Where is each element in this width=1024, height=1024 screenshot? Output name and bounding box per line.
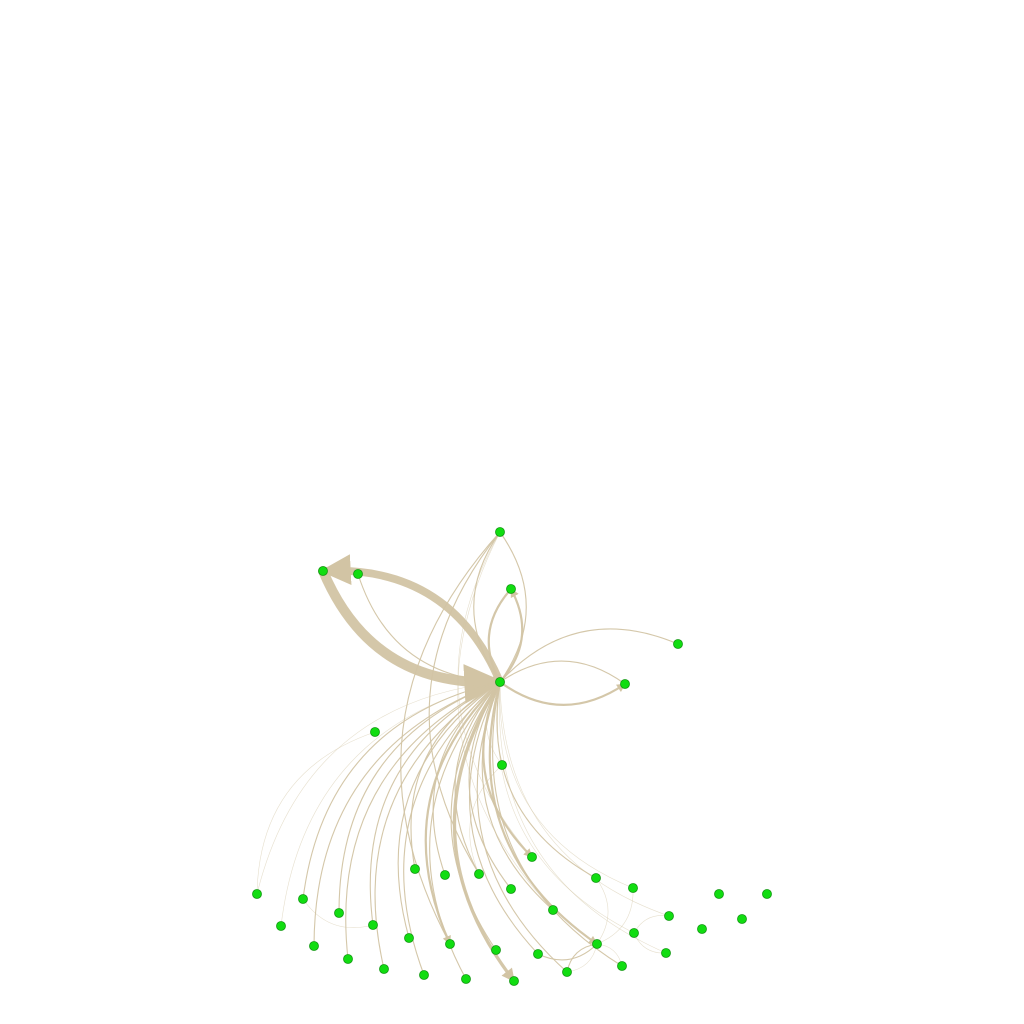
node-b09[interactable] bbox=[404, 933, 414, 943]
edge-n_hub-b21 bbox=[481, 681, 554, 911]
node-b03[interactable] bbox=[298, 894, 308, 904]
node-b20[interactable] bbox=[533, 949, 543, 959]
edge-n_hub-b26 bbox=[499, 681, 634, 889]
edge-n_a-n_hub bbox=[318, 566, 505, 704]
edge-n_c-n_hub bbox=[487, 587, 513, 684]
node-extra-3[interactable] bbox=[737, 914, 747, 924]
edge-n_top-b19 bbox=[457, 531, 533, 858]
edge-n_d-n_hub bbox=[499, 660, 626, 685]
node-extra-2[interactable] bbox=[714, 889, 724, 899]
edge-b27-b28 bbox=[633, 932, 667, 955]
node-b11[interactable] bbox=[419, 970, 429, 980]
edge-n_hub-n_g bbox=[486, 681, 503, 766]
edge-n_hub-b09 bbox=[397, 681, 501, 939]
node-b05[interactable] bbox=[334, 908, 344, 918]
node-b25[interactable] bbox=[617, 961, 627, 971]
edge-layer bbox=[255, 531, 679, 983]
node-b29[interactable] bbox=[664, 911, 674, 921]
node-b22[interactable] bbox=[562, 967, 572, 977]
edge-b24-b26 bbox=[596, 887, 635, 945]
node-n_g[interactable] bbox=[497, 760, 507, 770]
node-b19[interactable] bbox=[527, 852, 537, 862]
node-n_a[interactable] bbox=[318, 566, 328, 576]
edge-n_hub-b28 bbox=[498, 681, 667, 954]
edge-n_hub-b05 bbox=[336, 681, 501, 914]
node-b12[interactable] bbox=[440, 870, 450, 880]
edge-n_hub-b17 bbox=[452, 680, 516, 983]
edge-b29-b27 bbox=[633, 915, 670, 934]
edge-n_top-b15 bbox=[428, 531, 501, 875]
edge-n_top-b21 bbox=[457, 531, 554, 911]
node-b13[interactable] bbox=[445, 939, 455, 949]
edge-n_hub-n_top bbox=[499, 531, 527, 683]
edge-n_hub-n_a bbox=[319, 554, 504, 686]
node-layer bbox=[252, 527, 772, 986]
node-b04[interactable] bbox=[309, 941, 319, 951]
edge-n_hub-b04 bbox=[311, 681, 501, 947]
edge-n_g-b15 bbox=[469, 764, 503, 875]
node-b10[interactable] bbox=[410, 864, 420, 874]
edge-n_hub-b02 bbox=[280, 681, 501, 927]
edge-b24-b23 bbox=[595, 877, 609, 945]
node-b16[interactable] bbox=[491, 945, 501, 955]
edge-n_top-b13 bbox=[400, 531, 501, 945]
node-b14[interactable] bbox=[461, 974, 471, 984]
edge-n_hub-b20 bbox=[468, 681, 539, 955]
edge-n_hub-b18 bbox=[468, 681, 512, 890]
node-n_c[interactable] bbox=[506, 584, 516, 594]
node-n_top[interactable] bbox=[495, 527, 505, 537]
node-n_hub[interactable] bbox=[495, 677, 505, 687]
node-b21[interactable] bbox=[548, 905, 558, 915]
node-b18[interactable] bbox=[506, 884, 516, 894]
edge-n_b-n_hub bbox=[357, 573, 501, 685]
node-b17[interactable] bbox=[509, 976, 519, 986]
edge-n_hub-b13 bbox=[424, 680, 502, 946]
edge-b20-b24 bbox=[537, 943, 598, 961]
edge-n_e-n_hub bbox=[499, 628, 679, 683]
node-b24[interactable] bbox=[592, 939, 602, 949]
edge-n_hub-b29 bbox=[499, 681, 670, 917]
node-b23[interactable] bbox=[591, 873, 601, 883]
edge-n_top-n_hub bbox=[473, 531, 501, 683]
node-n_f[interactable] bbox=[370, 727, 380, 737]
edge-n_hub-b22 bbox=[476, 681, 568, 973]
node-b26[interactable] bbox=[628, 883, 638, 893]
node-extra-1[interactable] bbox=[697, 924, 707, 934]
edge-n_hub-b14 bbox=[429, 681, 501, 980]
node-b06[interactable] bbox=[343, 954, 353, 964]
edge-n_hub-b16 bbox=[450, 681, 501, 951]
node-b02[interactable] bbox=[276, 921, 286, 931]
edge-n_hub-b23 bbox=[496, 681, 597, 879]
node-b28[interactable] bbox=[661, 948, 671, 958]
edge-n_hub-b24 bbox=[488, 680, 599, 946]
edge-b03-b07 bbox=[302, 898, 374, 928]
node-n_e[interactable] bbox=[673, 639, 683, 649]
edge-n_hub-n_c bbox=[498, 587, 524, 684]
edge-n_hub-b27 bbox=[497, 681, 635, 934]
node-b01[interactable] bbox=[252, 889, 262, 899]
node-n_d[interactable] bbox=[620, 679, 630, 689]
edge-n_hub-b07 bbox=[369, 681, 501, 926]
node-n_b[interactable] bbox=[353, 569, 363, 579]
node-b07[interactable] bbox=[368, 920, 378, 930]
node-b08[interactable] bbox=[379, 964, 389, 974]
edge-n_hub-n_d bbox=[498, 680, 627, 706]
edge-b25-b24 bbox=[596, 943, 623, 967]
edge-n_hub-b01 bbox=[256, 681, 501, 895]
edge-n_hub-b06 bbox=[345, 681, 501, 960]
node-b27[interactable] bbox=[629, 928, 639, 938]
edge-n_f-b01 bbox=[255, 731, 376, 895]
node-extra-4[interactable] bbox=[762, 889, 772, 899]
edge-n_hub-b25 bbox=[492, 681, 623, 967]
node-b15[interactable] bbox=[474, 869, 484, 879]
